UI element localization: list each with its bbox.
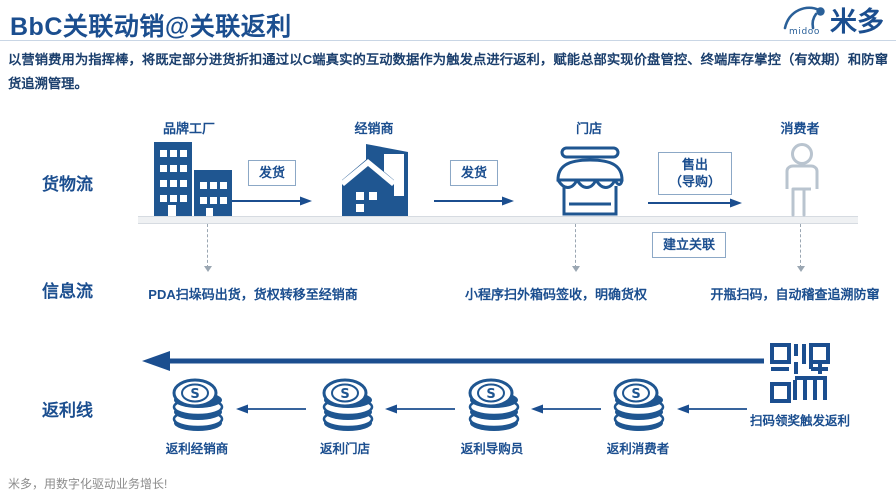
midoo-arc-logo-icon: midoo [783, 4, 827, 38]
coin-stack-icon-distributor: S [172, 378, 224, 431]
rebate-title-store: 返利门店 [319, 442, 371, 456]
link-association-box: 建立关联 [651, 232, 727, 258]
svg-text:S: S [486, 387, 495, 402]
transition-label-ship-1: 发货 [247, 160, 297, 186]
coin-stack-icon-guide: S [468, 378, 520, 431]
rebate-arrow-corner-icon [754, 358, 764, 364]
store-icon [556, 146, 624, 216]
info-flow-text-3: 开瓶扫码，自动稽查追溯防窜 [710, 287, 880, 302]
footer-slogan: 米多，用数字化驱动业务增长! [8, 477, 168, 491]
brand-logo: midoo 米多 [783, 4, 884, 38]
rebate-title-guide: 返利导购员 [460, 442, 524, 456]
header-divider [0, 40, 896, 41]
arc-glyph-icon [783, 6, 825, 30]
arrow-sold-icon [648, 198, 742, 208]
rebate-arrow-2-icon [385, 404, 455, 414]
node-title-distributor: 经销商 [354, 121, 394, 136]
svg-text:S: S [340, 387, 349, 402]
svg-text:S: S [631, 387, 640, 402]
logo-wordmark-cn: 米多 [830, 7, 884, 37]
factory-icon [154, 142, 232, 216]
row-label-goods-flow: 货物流 [42, 175, 93, 194]
info-flow-text-1: PDA扫垛码出货，货权转移至经销商 [148, 287, 358, 302]
dropline-consumer [800, 224, 801, 268]
row-label-info-flow: 信息流 [42, 282, 93, 301]
logo-wordmark-en: midoo [789, 27, 820, 37]
dropline-store [575, 224, 576, 268]
rebate-arrow-4-icon [677, 404, 747, 414]
qr-trigger-caption: 扫码领奖触发返利 [749, 414, 851, 428]
svg-text:S: S [190, 387, 199, 402]
consumer-person-icon [785, 143, 819, 217]
node-title-consumer: 消费者 [780, 121, 820, 136]
dropline-store-arrow-icon [571, 266, 580, 272]
info-flow-text-2: 小程序扫外箱码签收，明确货权 [464, 287, 648, 302]
rebate-arrow-1-icon [236, 404, 306, 414]
dropline-consumer-arrow-icon [796, 266, 805, 272]
transition-label-ship-2: 发货 [449, 160, 499, 186]
qr-code-icon [770, 343, 830, 403]
rebate-title-consumer: 返利消费者 [606, 442, 670, 456]
dropline-factory-arrow-icon [203, 266, 212, 272]
subtitle-paragraph: 以营销费用为指挥棒，将既定部分进货折扣通过以C端真实的互动数据作为触发点进行返利… [8, 52, 888, 91]
node-title-factory: 品牌工厂 [162, 121, 216, 136]
warehouse-icon [340, 144, 408, 216]
transition-label-sold: 售出 （导购） [657, 152, 733, 195]
dropline-factory [207, 224, 208, 268]
coin-stack-icon-consumer: S [613, 378, 665, 431]
transition-label-sold-line1: 售出 [681, 157, 709, 172]
transition-label-sold-line2: （导购） [668, 174, 722, 189]
goods-flow-baseline [138, 216, 858, 224]
arrow-ship-2-icon [434, 196, 514, 206]
rebate-arrow-3-icon [531, 404, 601, 414]
coin-stack-icon-store: S [322, 378, 374, 431]
rebate-title-distributor: 返利经销商 [165, 442, 229, 456]
rebate-main-arrow-icon [142, 351, 760, 371]
arrow-ship-1-icon [232, 196, 312, 206]
row-label-rebate: 返利线 [42, 401, 93, 420]
page-title: BbC关联动销@关联返利 [10, 13, 292, 41]
node-title-store: 门店 [575, 121, 603, 136]
